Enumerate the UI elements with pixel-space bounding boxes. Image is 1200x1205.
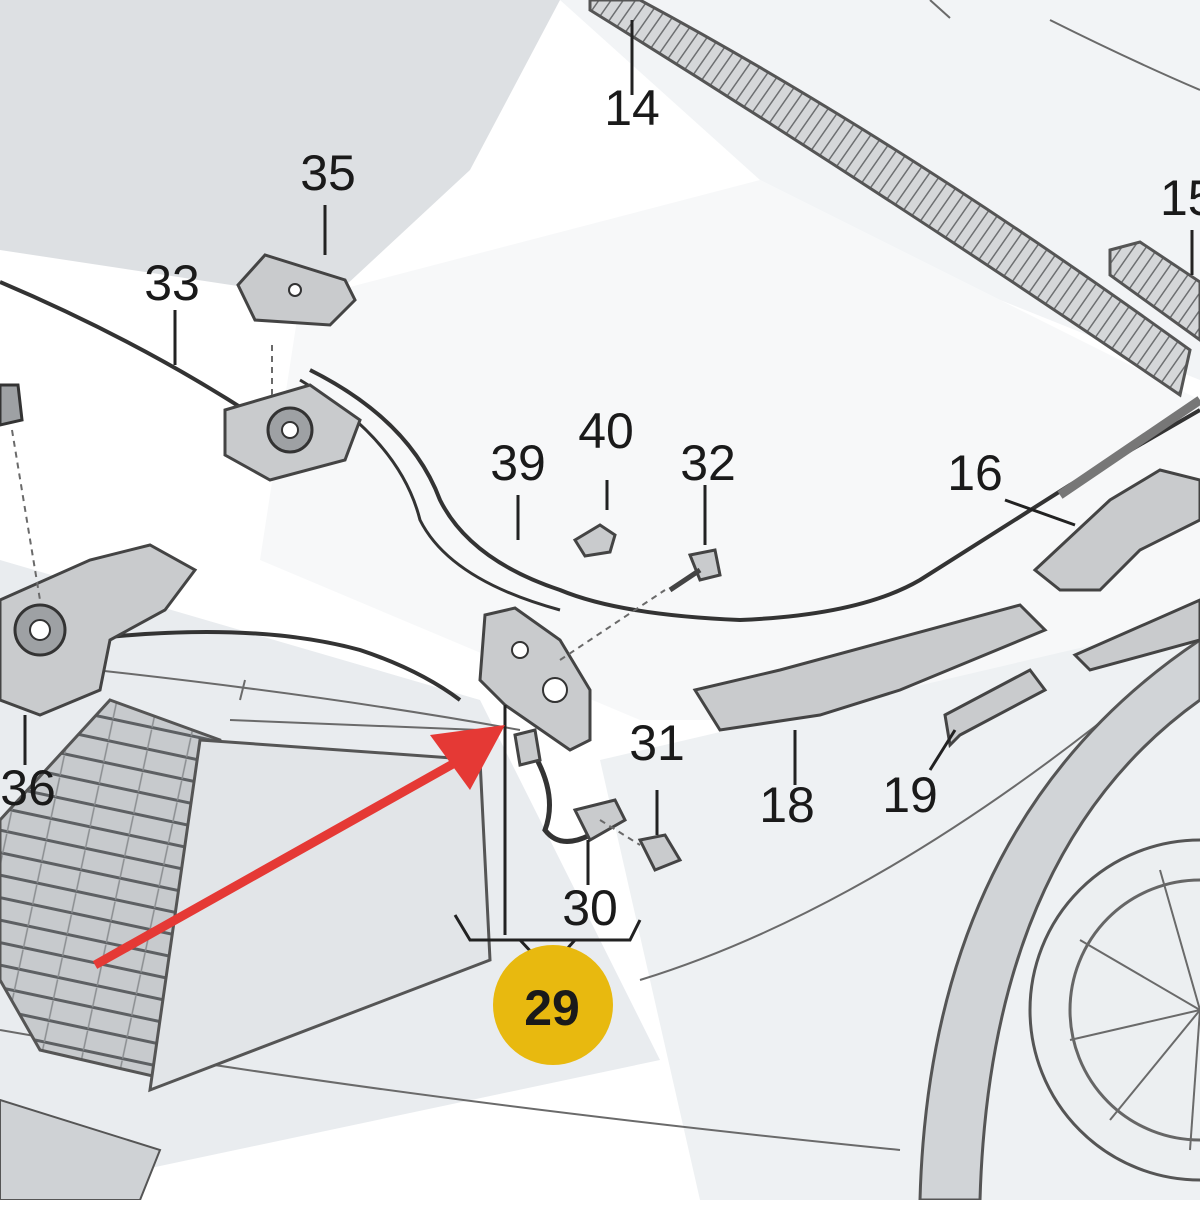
hood-latch-part — [478, 589, 666, 752]
callout-19: 19 — [882, 767, 938, 823]
callout-35: 35 — [300, 145, 356, 201]
callout-32: 32 — [680, 435, 736, 491]
callout-14: 14 — [604, 80, 660, 136]
side-seal-part — [1108, 240, 1200, 342]
callout-30: 30 — [562, 880, 618, 936]
trim-panel-part — [692, 598, 1200, 732]
callout-36: 36 — [0, 760, 56, 816]
screw-part — [668, 548, 722, 593]
release-cable — [0, 280, 1200, 702]
callout-15: 15 — [1160, 170, 1200, 226]
cover-cap-part — [236, 253, 357, 400]
front-wheel — [918, 638, 1200, 1202]
lock-bracket-part — [0, 383, 198, 717]
hood-seal-part — [588, 0, 1192, 398]
nut-part — [599, 819, 683, 872]
highlight-badge — [493, 945, 613, 1065]
front-grille — [0, 679, 492, 1201]
highlight-arrow — [92, 725, 505, 969]
callout-29: 29 — [524, 980, 580, 1036]
release-lever-part — [223, 383, 362, 482]
callout-18: 18 — [759, 777, 815, 833]
callout-39: 39 — [490, 435, 546, 491]
leader-lines — [23, 20, 1194, 973]
callout-33: 33 — [144, 255, 200, 311]
release-handle-part — [1032, 468, 1200, 592]
callout-16: 16 — [947, 445, 1003, 501]
callout-40: 40 — [578, 403, 634, 459]
clip-part — [572, 523, 617, 558]
callout-31: 31 — [629, 715, 685, 771]
